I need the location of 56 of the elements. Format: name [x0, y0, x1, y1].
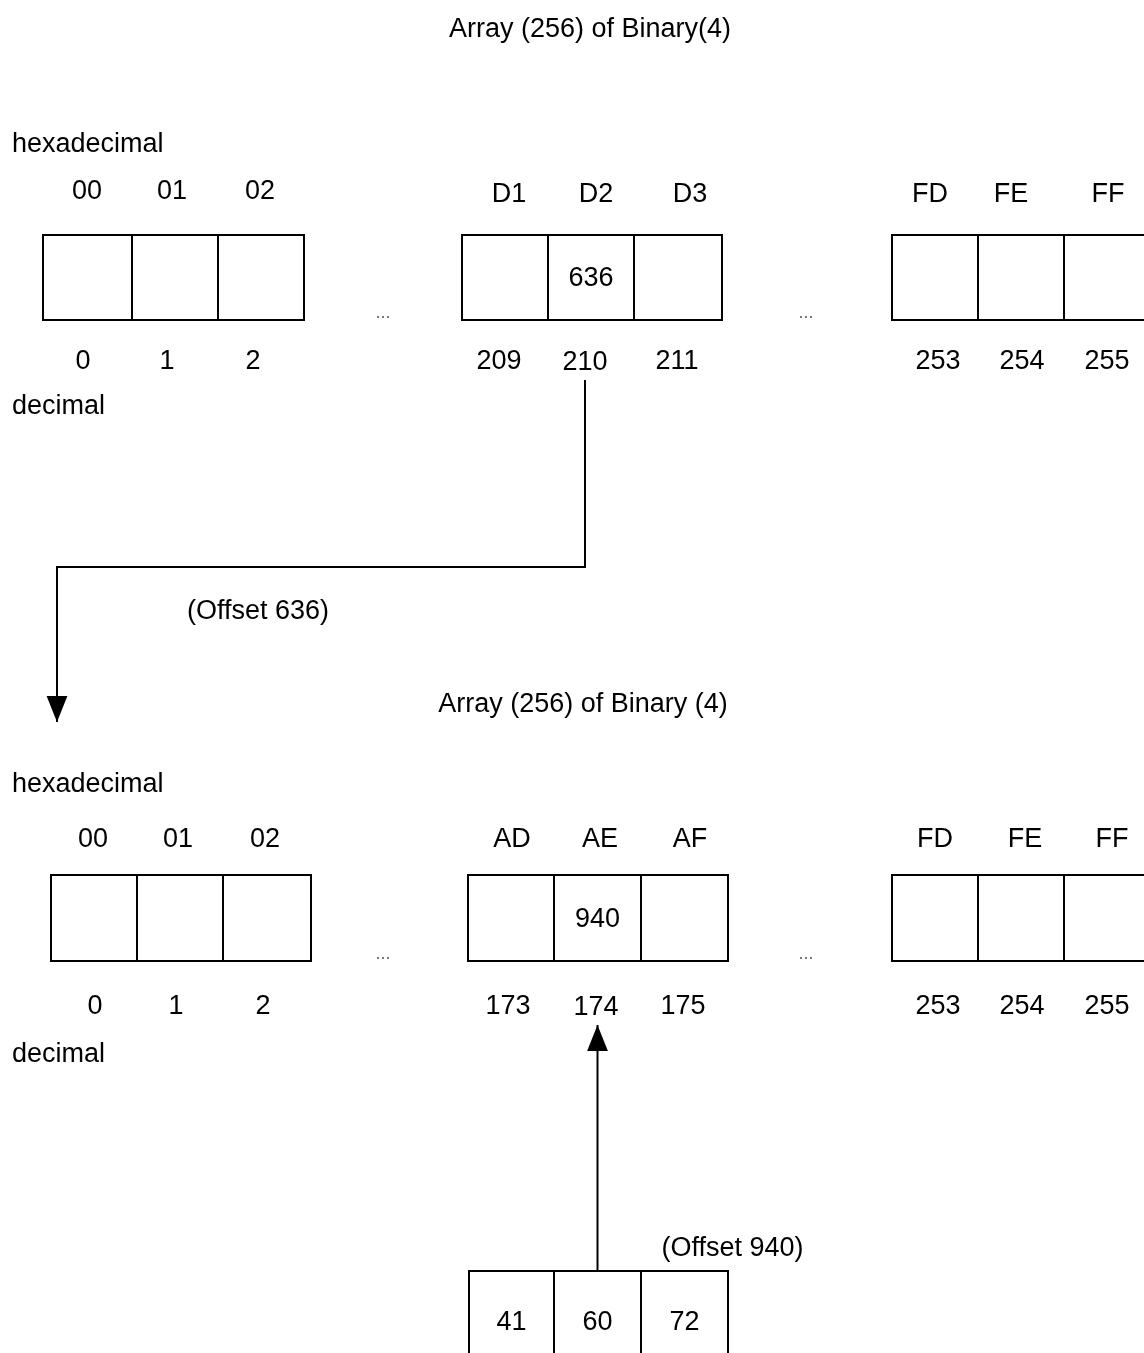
axis-caption: hexadecimal — [12, 129, 164, 157]
empty-array-cell — [1063, 874, 1144, 962]
index-label: 00 — [72, 176, 102, 204]
index-label: 209 — [476, 346, 522, 374]
index-label: FD — [917, 824, 953, 852]
index-label: AF — [672, 824, 708, 852]
index-label: 01 — [163, 824, 193, 852]
ellipsis: ... — [375, 303, 391, 321]
index-label: 254 — [999, 991, 1045, 1019]
ellipsis: ... — [798, 944, 814, 962]
index-label: 2 — [245, 346, 261, 374]
array-cell: 41 — [468, 1270, 555, 1353]
index-label: 02 — [250, 824, 280, 852]
index-label: D1 — [491, 179, 527, 207]
index-label: 0 — [87, 991, 103, 1019]
index-label: 255 — [1084, 346, 1130, 374]
index-label: 2 — [255, 991, 271, 1019]
index-label: FF — [1091, 179, 1125, 207]
index-label: AE — [582, 824, 618, 852]
index-label: 253 — [915, 991, 961, 1019]
index-label: AD — [493, 824, 531, 852]
array-cell: 636 — [547, 234, 635, 321]
index-label: 01 — [157, 176, 187, 204]
arrow — [46, 379, 586, 723]
ellipsis: ... — [375, 944, 391, 962]
axis-caption: hexadecimal — [12, 769, 164, 797]
index-label: 0 — [75, 346, 91, 374]
index-label: 253 — [915, 346, 961, 374]
axis-caption: decimal — [12, 1039, 106, 1067]
index-label: FE — [993, 179, 1029, 207]
index-label: FE — [1007, 824, 1043, 852]
array-cell: 72 — [640, 1270, 729, 1353]
array-cell: 940 — [553, 874, 642, 962]
index-label: D2 — [578, 179, 614, 207]
array-title: Array (256) of Binary (4) — [438, 689, 728, 717]
ellipsis: ... — [798, 303, 814, 321]
index-label: FF — [1095, 824, 1129, 852]
axis-caption: decimal — [12, 391, 106, 419]
index-label: 00 — [78, 824, 108, 852]
index-label: 254 — [999, 346, 1045, 374]
title: Array (256) of Binary(4) — [448, 14, 732, 42]
index-label: 1 — [168, 991, 184, 1019]
edge-label: (Offset 940) — [661, 1233, 804, 1261]
index-label: 211 — [655, 346, 699, 374]
index-label: 02 — [245, 176, 275, 204]
index-label: 1 — [159, 346, 175, 374]
empty-array-cell — [1063, 234, 1144, 321]
arrow — [587, 1024, 608, 1271]
index-label: D3 — [672, 179, 708, 207]
index-label: FD — [912, 179, 948, 207]
index-label: 174 — [571, 987, 621, 1025]
index-label: 175 — [660, 991, 706, 1019]
index-label: 210 — [560, 342, 610, 380]
index-label: 173 — [485, 991, 531, 1019]
edge-label: (Offset 636) — [186, 596, 330, 624]
index-label: 255 — [1084, 991, 1130, 1019]
